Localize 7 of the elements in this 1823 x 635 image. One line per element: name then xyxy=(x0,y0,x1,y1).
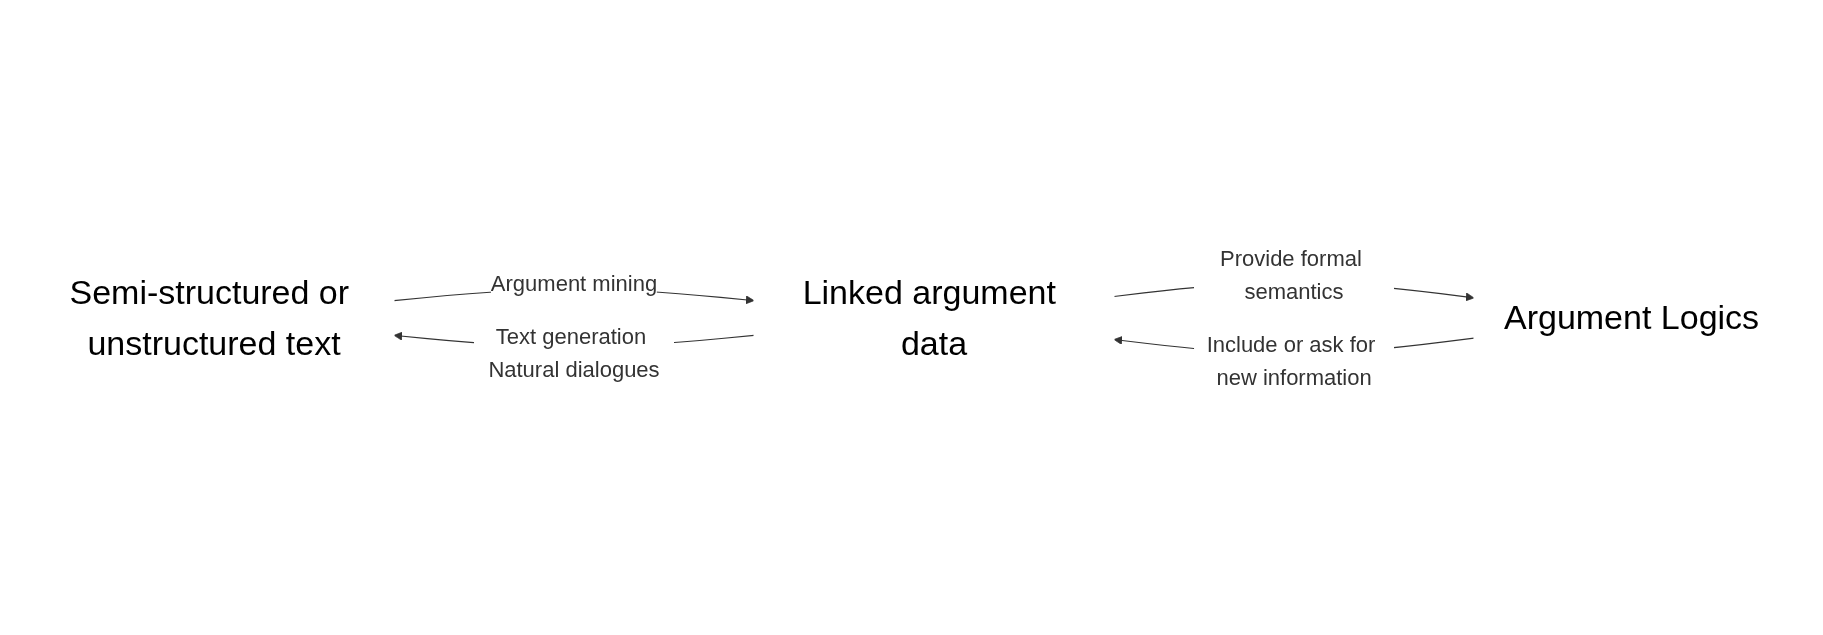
node-text: Semi-structured or unstructured text xyxy=(69,272,350,362)
edge-label: Argument mining xyxy=(490,270,658,296)
edge-label: Text generation Natural dialogues xyxy=(488,323,660,382)
edge-label: Include or ask for new information xyxy=(1206,331,1376,390)
node-text: Linked argument data xyxy=(802,272,1056,362)
edge-label: Provide formal semantics xyxy=(1219,245,1362,304)
node-text: Argument Logics xyxy=(1503,298,1760,336)
